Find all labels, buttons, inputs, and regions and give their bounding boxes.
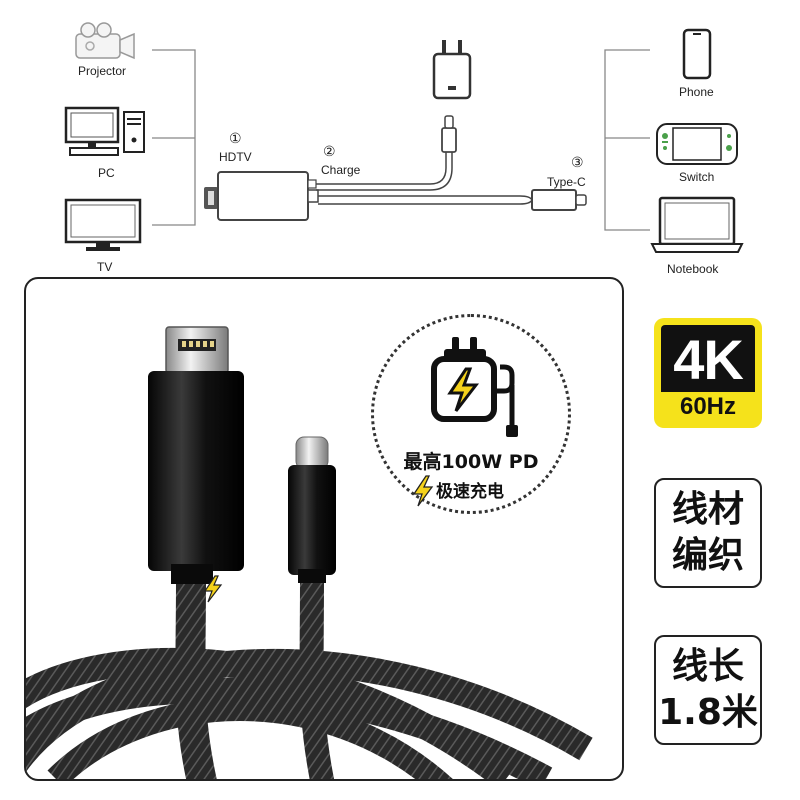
tv-icon [64,198,142,254]
max-power-label: 最高100W PD [403,451,539,473]
badge-resolution: 4K [673,328,744,391]
target-label-notebook: Notebook [667,262,719,276]
desktop-pc-icon [64,106,148,158]
port-number-1: ① [229,130,242,146]
power-adapter-icon [432,38,472,100]
phone-icon [682,28,712,80]
game-console-icon [655,122,739,166]
charger-icon [431,337,518,437]
badge-length-line2: 1.8米 [658,692,758,733]
target-label-switch: Switch [679,170,715,184]
port-label-type-c: Type-C [547,175,586,189]
cable-photo-illustration [26,326,593,779]
diagram-lines [152,49,650,231]
badge-material-line1: 线材 [671,489,744,530]
port-label-hdtv: HDTV [219,150,252,164]
fast-charge-feature-circle: 最高100W PD 极速充电 [371,314,571,514]
projector-icon [74,22,136,62]
port-number-3: ③ [571,154,584,170]
fast-charge-lightning-icon [412,475,434,507]
badge-braided-cable: 线材 编织 [654,478,762,588]
target-label-phone: Phone [679,85,714,99]
port-number-2: ② [323,143,336,159]
laptop-icon [650,196,744,254]
source-label-pc: PC [98,166,115,180]
port-label-charge: Charge [321,163,361,177]
connection-diagram: Projector PC TV [0,0,800,276]
badge-4k-inner: 4K 60Hz [661,325,755,421]
fast-charge-label: 极速充电 [436,482,504,502]
badge-refresh-rate: 60Hz [661,392,755,421]
badge-cable-length: 线长 1.8米 [654,635,762,745]
badge-length-line1: 线长 [671,646,744,687]
source-label-tv: TV [97,260,113,274]
product-photo: 最高100W PD 极速充电 [24,277,624,781]
lightning-icon [203,575,223,603]
badge-material-line2: 编织 [671,535,744,576]
badge-4k-60hz: 4K 60Hz [654,318,762,428]
source-label-projector: Projector [78,64,127,78]
